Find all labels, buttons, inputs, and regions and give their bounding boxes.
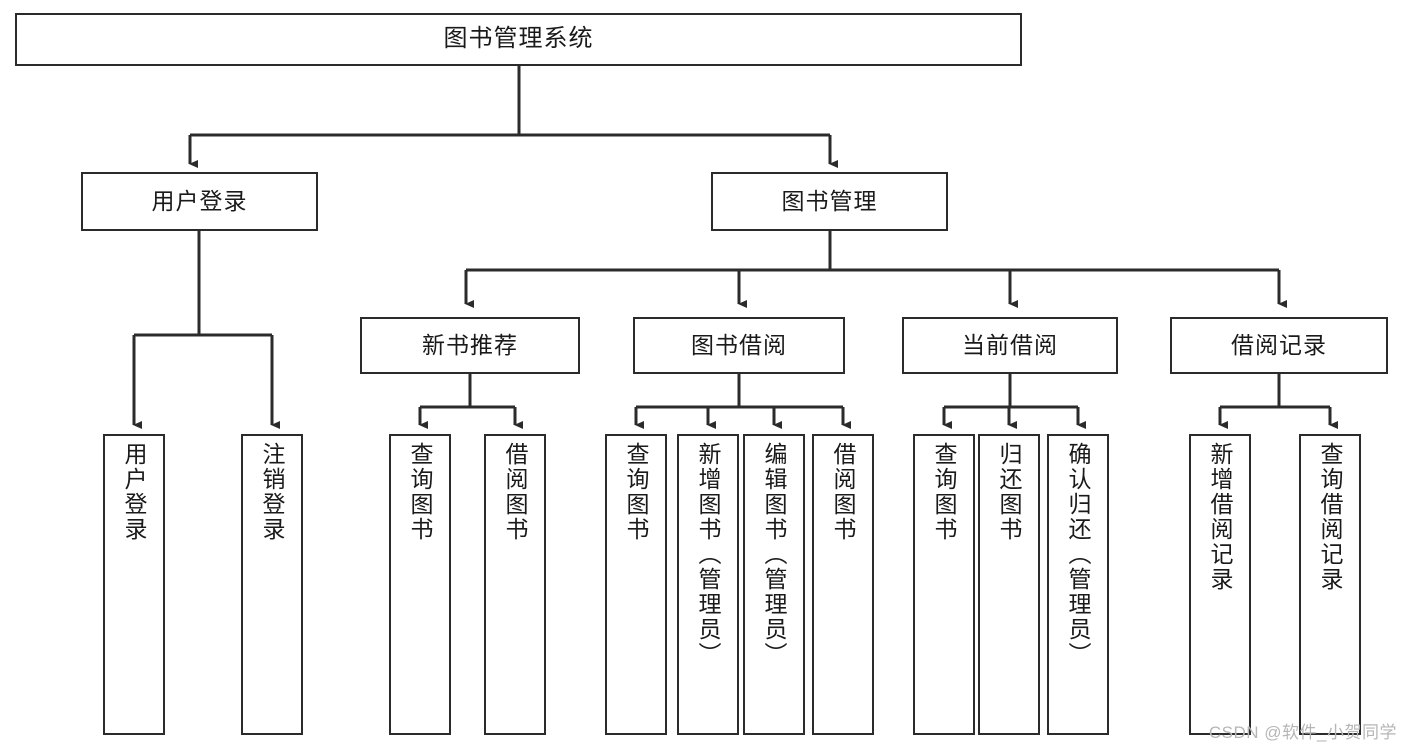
leaf-label: 编辑图书（管理员） [761,442,788,667]
node-borrow-record[interactable]: 借阅记录 [1170,317,1388,374]
node-current-borrow[interactable]: 当前借阅 [902,317,1118,374]
leaf-current-query-book[interactable]: 查询图书 [913,434,975,735]
node-label: 图书借阅 [691,331,787,358]
leaf-record-add-record[interactable]: 新增借阅记录 [1189,434,1251,735]
leaf-borrow-add-book[interactable]: 新增图书（管理员） [677,434,739,735]
leaf-current-return-book[interactable]: 归还图书 [978,434,1040,735]
leaf-label: 查询图书 [931,442,958,542]
leaf-label: 借阅图书 [502,442,529,542]
leaf-current-confirm-return[interactable]: 确认归还（管理员） [1047,434,1109,735]
node-label: 新书推荐 [422,331,518,358]
watermark-text: CSDN @软件_小贺同学 [1208,723,1397,742]
node-root-system[interactable]: 图书管理系统 [15,13,1022,66]
node-label: 借阅记录 [1231,331,1327,358]
leaf-label: 查询借阅记录 [1317,442,1344,592]
node-label: 当前借阅 [962,331,1058,358]
leaf-label: 归还图书 [996,442,1023,542]
leaf-label: 用户登录 [121,442,148,542]
leaf-label: 借阅图书 [830,442,857,542]
leaf-record-query-record[interactable]: 查询借阅记录 [1299,434,1361,735]
node-new-book-recommend[interactable]: 新书推荐 [360,317,580,374]
node-label: 用户登录 [151,187,248,214]
node-book-borrow[interactable]: 图书借阅 [633,317,845,374]
node-book-management[interactable]: 图书管理 [711,172,948,231]
leaf-user-login-login[interactable]: 用户登录 [103,434,165,735]
leaf-label: 新增图书（管理员） [695,442,722,667]
leaf-label: 查询图书 [407,442,434,542]
leaf-user-login-logout[interactable]: 注销登录 [241,434,303,735]
leaf-borrow-borrow-book[interactable]: 借阅图书 [812,434,874,735]
leaf-borrow-query-book[interactable]: 查询图书 [605,434,667,735]
leaf-label: 注销登录 [259,442,286,542]
node-label: 图书管理系统 [443,25,594,53]
node-user-login[interactable]: 用户登录 [81,172,318,231]
node-label: 图书管理 [781,187,878,214]
leaf-new-book-borrow[interactable]: 借阅图书 [484,434,546,735]
leaf-borrow-edit-book[interactable]: 编辑图书（管理员） [743,434,805,735]
leaf-label: 查询图书 [623,442,650,542]
leaf-new-book-query[interactable]: 查询图书 [389,434,451,735]
leaf-label: 新增借阅记录 [1207,442,1234,592]
leaf-label: 确认归还（管理员） [1065,442,1092,667]
